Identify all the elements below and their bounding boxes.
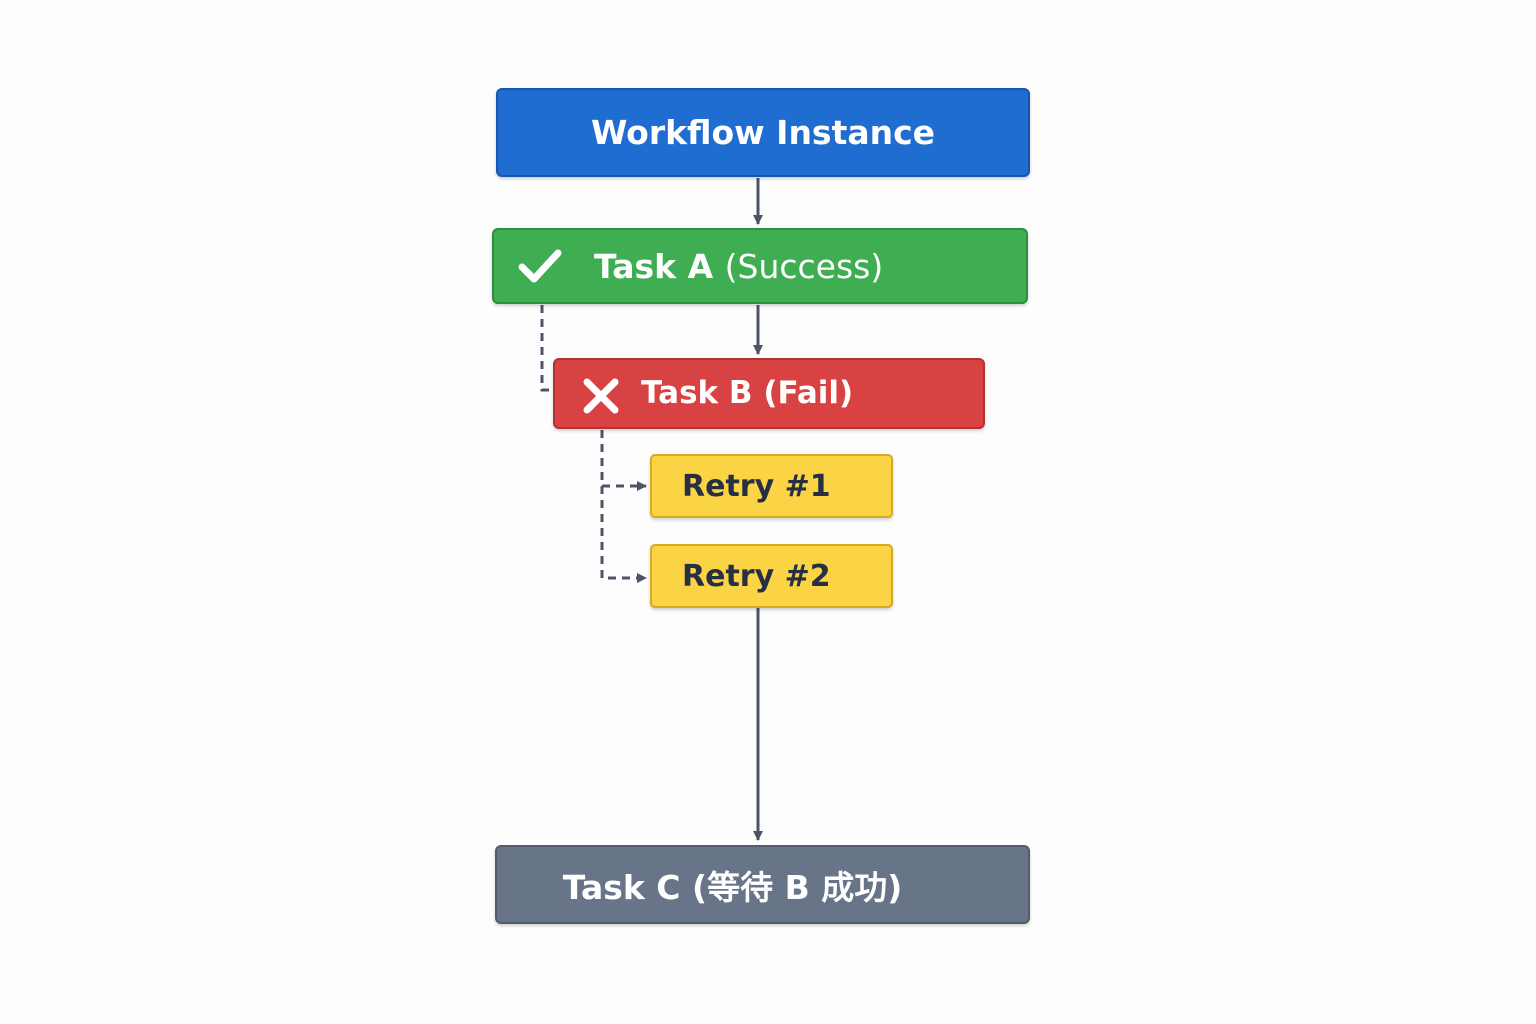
task-a-status: (Success) bbox=[724, 247, 884, 286]
x-icon bbox=[581, 376, 621, 416]
checkmark-icon bbox=[518, 247, 562, 285]
task-a-node: Task A (Success) bbox=[492, 228, 1028, 304]
edge-task-a-to-task-b-dashed bbox=[540, 305, 553, 392]
workflow-instance-node: Workflow Instance bbox=[496, 88, 1030, 177]
task-b-label: Task B (Fail) bbox=[641, 375, 854, 411]
task-c-node: Task C (等待 B 成功) bbox=[495, 845, 1030, 924]
workflow-instance-label: Workflow Instance bbox=[590, 113, 936, 152]
task-b-node: Task B (Fail) bbox=[553, 358, 985, 429]
edge-task-b-to-retry-2 bbox=[600, 486, 647, 583]
task-a-name: Task A bbox=[594, 247, 714, 286]
retry-2-node: Retry #2 bbox=[650, 544, 893, 608]
edge-task-b-to-retry-1 bbox=[600, 430, 647, 491]
task-a-label: Task A (Success) bbox=[594, 247, 883, 286]
retry-1-label: Retry #1 bbox=[682, 469, 831, 504]
retry-2-label: Retry #2 bbox=[682, 559, 831, 594]
task-c-label: Task C (等待 B 成功) bbox=[562, 867, 903, 907]
retry-1-node: Retry #1 bbox=[650, 454, 893, 518]
